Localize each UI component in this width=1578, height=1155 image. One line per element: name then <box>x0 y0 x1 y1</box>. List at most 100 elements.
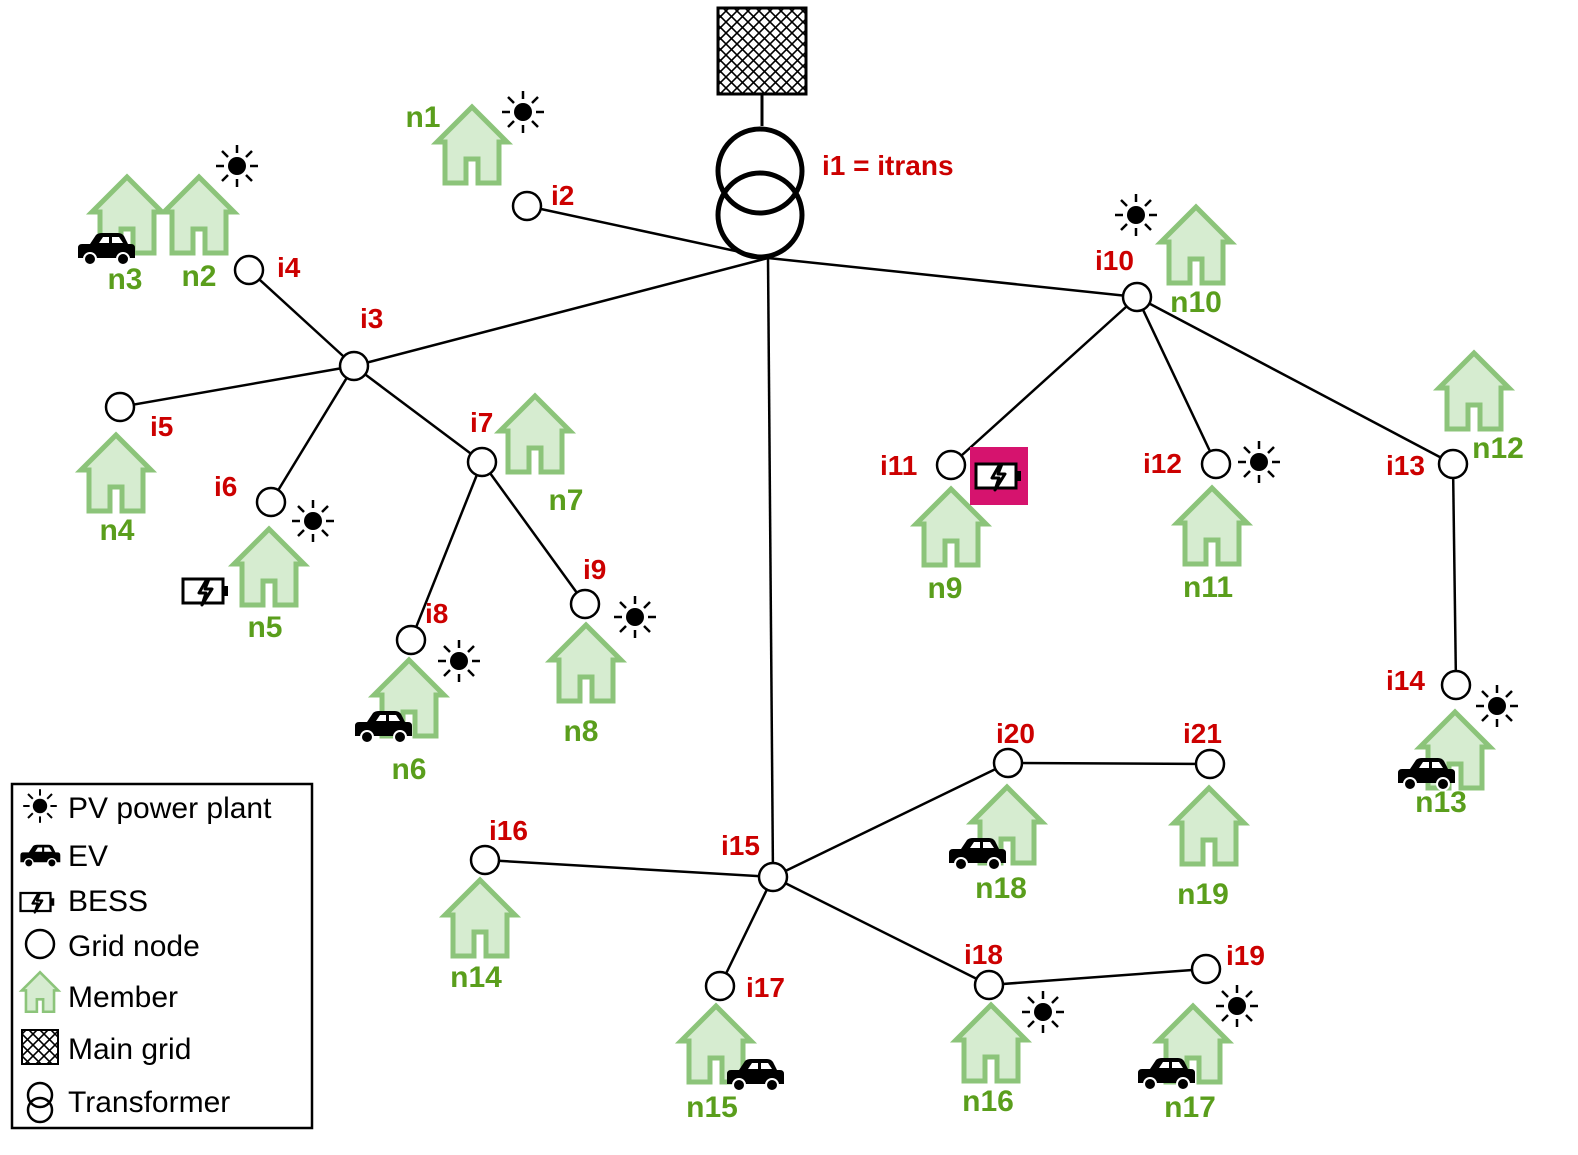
hatched-square-icon <box>21 1029 59 1065</box>
member-label-n13: n13 <box>1415 786 1467 819</box>
edge-i15-i17 <box>718 876 775 987</box>
car-icon-n3 <box>77 232 136 266</box>
sun-icon-n6 <box>436 638 482 684</box>
grid-node-i9 <box>569 588 601 620</box>
legend-box <box>10 782 314 1130</box>
circle-node-icon <box>24 928 56 960</box>
grid-node-label-i9: i9 <box>583 554 606 585</box>
member-label-n7: n7 <box>548 484 583 517</box>
legend-label-pv: PV power plant <box>68 792 272 825</box>
grid-node-label-i17: i17 <box>746 972 785 1003</box>
sun-icon <box>22 788 58 824</box>
legend: PV power plant EV BESS Grid node Member … <box>10 782 314 1130</box>
grid-node-i12 <box>1200 448 1232 480</box>
member-house-n7 <box>500 396 570 472</box>
member-house-n10 <box>1161 207 1231 283</box>
sun-icon-n1 <box>500 89 546 135</box>
member-label-n19: n19 <box>1177 878 1229 911</box>
legend-item-ev: EV <box>19 840 108 873</box>
member-house-n4 <box>81 435 151 511</box>
sun-icon-n17 <box>1214 983 1260 1029</box>
transformer-icon <box>26 1081 54 1124</box>
transformer-label: i1 = itrans <box>822 150 954 181</box>
legend-label-bess: BESS <box>68 885 148 918</box>
member-house-n19 <box>1174 788 1244 864</box>
battery-icon <box>19 891 56 914</box>
battery-icon-n5 <box>181 577 230 607</box>
member-house-n11 <box>1177 488 1247 564</box>
member-label-n5: n5 <box>247 611 282 644</box>
grid-node-label-i5: i5 <box>150 411 173 442</box>
grid-node-label-i19: i19 <box>1226 940 1265 971</box>
grid-node-i3 <box>338 350 370 382</box>
edge-i1-i10 <box>767 256 1138 299</box>
transformer-icon <box>715 126 805 260</box>
edge-i3-i4 <box>248 269 355 367</box>
grid-node-label-i8: i8 <box>425 598 448 629</box>
sun-icon-n13 <box>1474 683 1520 729</box>
legend-label-grid-node: Grid node <box>68 930 200 963</box>
grid-node-i4 <box>233 254 265 286</box>
edge-i7-i8 <box>409 461 484 641</box>
legend-item-transformer: Transformer <box>26 1081 230 1124</box>
edge-i15-i18 <box>772 875 990 987</box>
grid-node-i20 <box>992 747 1024 779</box>
edge-i20-i21 <box>1007 761 1211 766</box>
member-house-n12 <box>1439 353 1509 429</box>
legend-label-transformer: Transformer <box>68 1086 230 1119</box>
grid-node-i2 <box>511 190 543 222</box>
edge-i3-i6 <box>269 365 356 503</box>
grid-node-label-i2: i2 <box>551 180 574 211</box>
member-label-n15: n15 <box>686 1091 738 1124</box>
grid-node-i17 <box>704 970 736 1002</box>
grid-node-i21 <box>1194 748 1226 780</box>
grid-node-i15 <box>757 861 789 893</box>
legend-item-grid-node: Grid node <box>24 928 200 963</box>
grid-node-label-i14: i14 <box>1386 665 1425 696</box>
member-house-n8 <box>551 625 621 701</box>
sun-icon-n2 <box>214 143 260 189</box>
legend-label-main-grid: Main grid <box>68 1033 191 1066</box>
member-label-n12: n12 <box>1472 432 1524 465</box>
legend-item-bess: BESS <box>19 885 148 918</box>
grid-node-label-i4: i4 <box>277 252 301 283</box>
grid-node-label-i18: i18 <box>964 939 1003 970</box>
member-label-n2: n2 <box>181 260 216 293</box>
legend-item-main-grid: Main grid <box>21 1029 191 1066</box>
sun-icon-n8 <box>612 594 658 640</box>
grid-node-label-i13: i13 <box>1386 450 1425 481</box>
grid-node-i11 <box>935 449 967 481</box>
sun-icon-n16 <box>1020 989 1066 1035</box>
member-label-n16: n16 <box>962 1085 1014 1118</box>
member-label-n14: n14 <box>450 961 502 994</box>
edge-i3-i7 <box>353 365 483 463</box>
member-label-n18: n18 <box>975 872 1027 905</box>
battery-icon-n9 <box>974 462 1023 492</box>
grid-node-i13 <box>1437 448 1469 480</box>
grid-node-i7 <box>466 446 498 478</box>
member-label-n17: n17 <box>1164 1091 1216 1124</box>
legend-label-member: Member <box>68 981 178 1014</box>
grid-node-label-i16: i16 <box>489 815 528 846</box>
grid-node-i18 <box>973 969 1005 1001</box>
edge-i3-i5 <box>119 364 355 409</box>
grid-node-label-i10: i10 <box>1095 245 1134 276</box>
legend-label-ev: EV <box>68 840 108 873</box>
grid-node-label-i6: i6 <box>214 471 237 502</box>
grid-node-label-i21: i21 <box>1183 718 1222 749</box>
grid-node-i19 <box>1190 953 1222 985</box>
grid-node-i6 <box>255 486 287 518</box>
member-label-n1: n1 <box>405 101 440 134</box>
member-label-n10: n10 <box>1170 286 1222 319</box>
grid-node-i8 <box>395 624 427 656</box>
member-label-n9: n9 <box>927 572 962 605</box>
edge-i1-i3 <box>353 256 769 368</box>
grid-node-i16 <box>469 844 501 876</box>
grid-node-i14 <box>1440 669 1472 701</box>
grid-node-label-i12: i12 <box>1143 448 1182 479</box>
legend-item-pv: PV power plant <box>22 788 272 825</box>
member-house-n16 <box>956 1005 1026 1081</box>
member-label-n3: n3 <box>107 263 142 296</box>
